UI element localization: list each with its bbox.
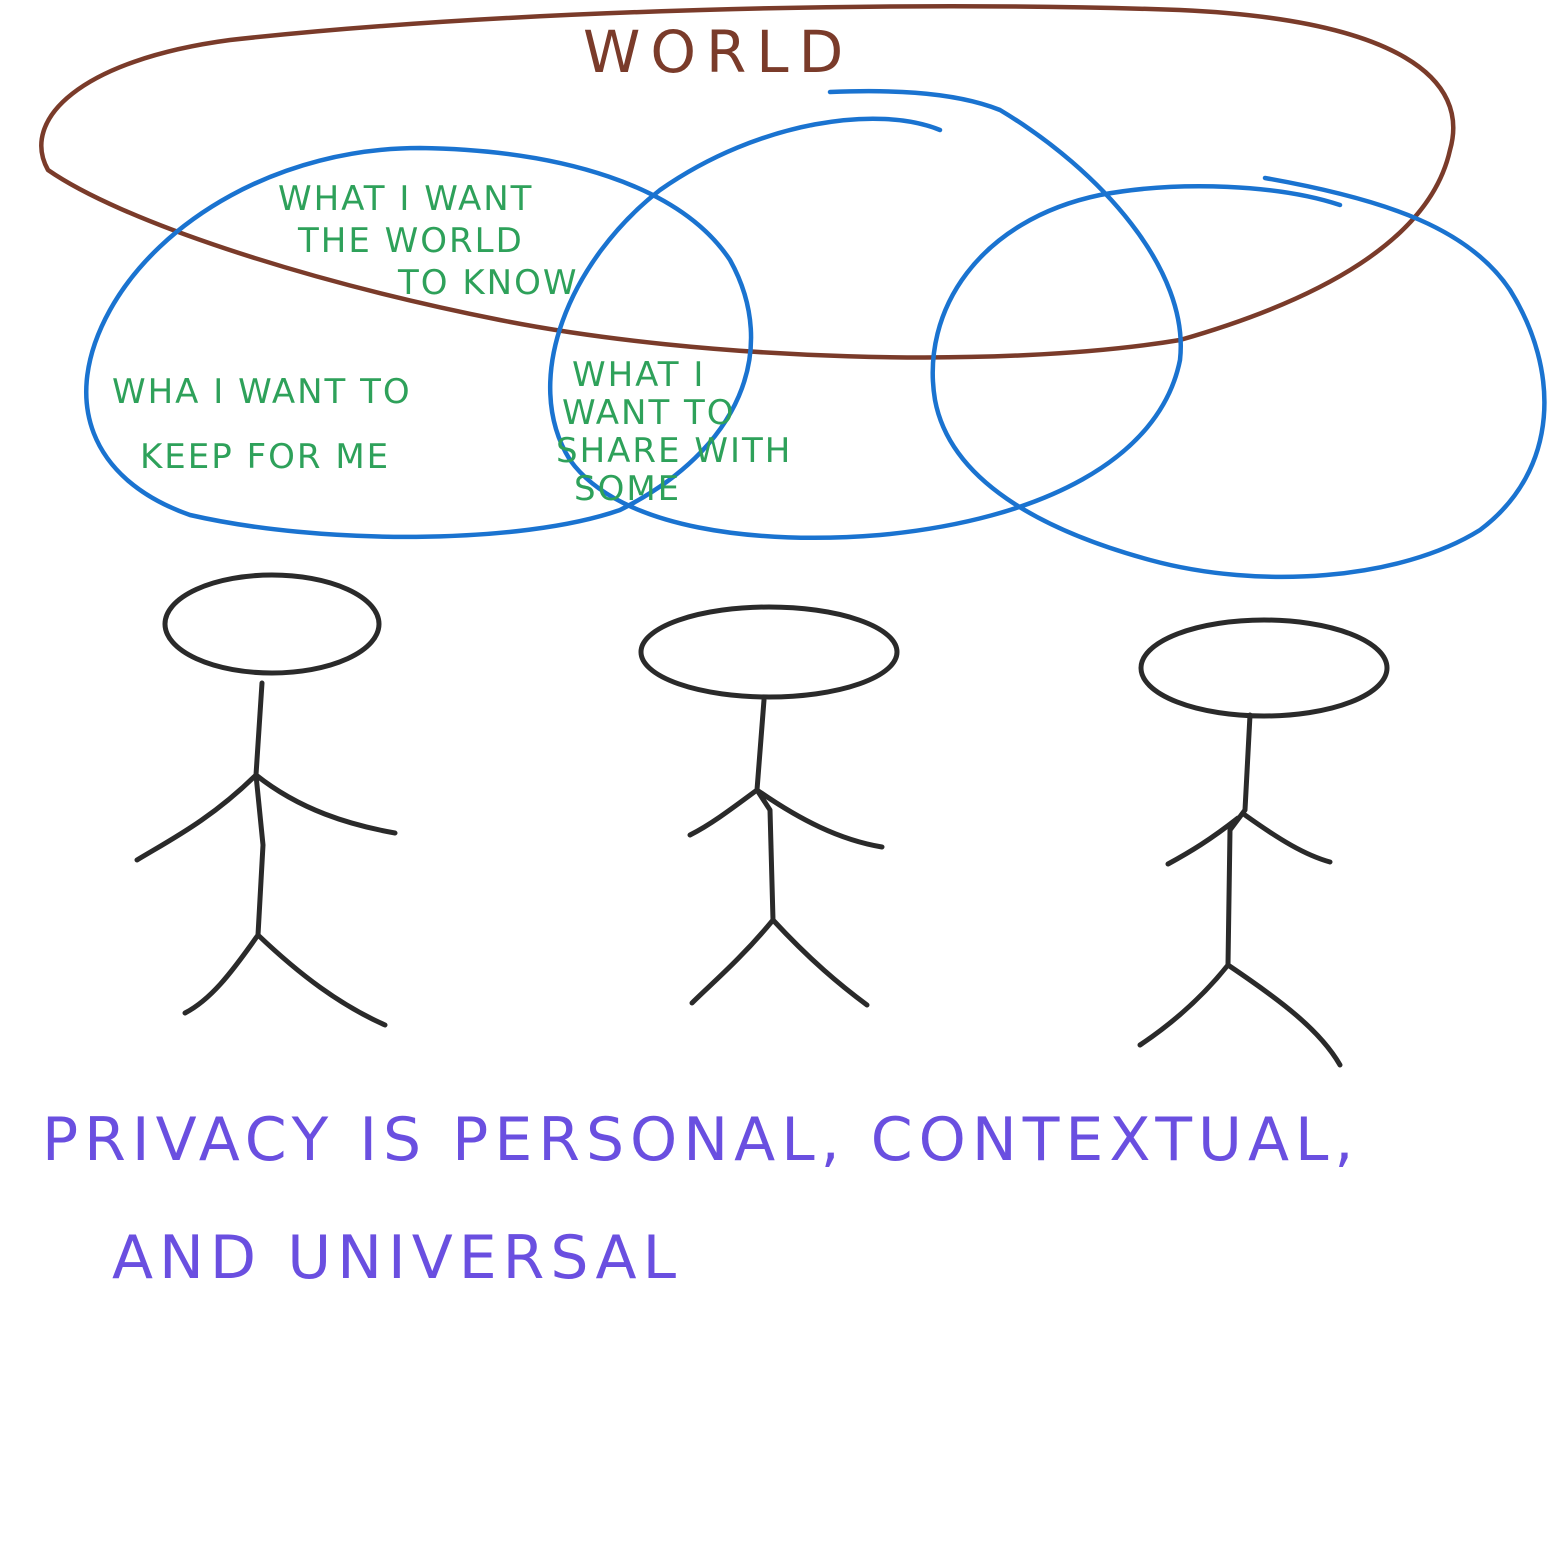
person-2 [638,604,900,1008]
share-line-1: WHAT I [572,355,705,395]
person-3 [1137,617,1390,1068]
caption-line-1: PRIVACY IS PERSONAL, CONTEXTUAL, [42,1105,1360,1175]
person-1-head [162,572,382,676]
world-know-line-2: THE WORLD [297,221,524,261]
keep-line-2: KEEP FOR ME [140,437,390,477]
person-1-body [134,680,398,1028]
world-know-line-3: TO KNOW [397,263,578,303]
circle-right [930,175,1547,580]
person-2-body [687,697,885,1008]
person-3-body [1137,712,1343,1068]
caption-line-2: AND UNIVERSAL [112,1223,682,1293]
person-3-head [1138,617,1390,719]
keep-line-1: WHA I WANT TO [112,372,412,412]
share-line-3: SHARE WITH [556,431,792,471]
world-know-line-1: WHAT I WANT [278,179,533,219]
circle-left [84,145,754,540]
world-ellipse [39,4,1456,360]
share-line-2: WANT TO [562,393,736,433]
world-label: WORLD [583,18,853,86]
share-line-4: SOME [574,469,681,509]
circle-middle [547,88,1184,540]
person-2-head [638,604,900,700]
person-1 [134,572,398,1028]
